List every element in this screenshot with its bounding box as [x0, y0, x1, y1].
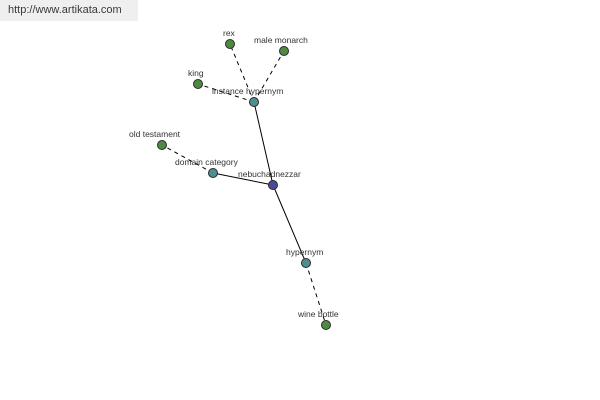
- edge-nebuchadnezzar-to-instance-hypernym: [253, 101, 274, 186]
- edge-nebuchadnezzar-to-hypernym: [272, 184, 307, 264]
- node-dot-domain-category[interactable]: [208, 168, 218, 178]
- node-dot-nebuchadnezzar[interactable]: [268, 180, 278, 190]
- node-dot-wine-bottle[interactable]: [321, 320, 331, 330]
- graph-node-old-testament[interactable]: old testament: [129, 129, 181, 150]
- node-label-hypernym: hypernym: [286, 247, 323, 257]
- site-banner: http://www.artikata.com: [0, 0, 138, 21]
- graph-node-rex[interactable]: rex: [223, 28, 236, 49]
- graph-node-domain-category[interactable]: domain category: [175, 157, 239, 178]
- edge-instance-hypernym-to-rex: [229, 43, 255, 103]
- graph-node-instance-hypernym[interactable]: instance hypernym: [212, 86, 283, 107]
- node-dot-male-monarch[interactable]: [279, 46, 289, 56]
- node-dot-king[interactable]: [193, 79, 203, 89]
- edge-domain-category-to-old-testament: [161, 144, 214, 174]
- node-dot-instance-hypernym[interactable]: [249, 97, 259, 107]
- site-url-link[interactable]: http://www.artikata.com: [8, 4, 122, 16]
- edge-instance-hypernym-to-king: [197, 83, 255, 103]
- node-label-male-monarch: male monarch: [254, 35, 308, 45]
- edge-hypernym-to-wine-bottle: [305, 262, 327, 326]
- graph-node-nebuchadnezzar[interactable]: nebuchadnezzar: [238, 169, 301, 190]
- graph-node-male-monarch[interactable]: male monarch: [254, 35, 308, 56]
- node-dot-rex[interactable]: [225, 39, 235, 49]
- node-label-old-testament: old testament: [129, 129, 181, 139]
- edge-instance-hypernym-to-male-monarch: [253, 50, 285, 103]
- graph-node-king[interactable]: king: [188, 68, 204, 89]
- node-label-domain-category: domain category: [175, 157, 239, 167]
- node-label-nebuchadnezzar: nebuchadnezzar: [238, 169, 301, 179]
- node-dot-old-testament[interactable]: [157, 140, 167, 150]
- graph-node-wine-bottle[interactable]: wine bottle: [297, 309, 339, 330]
- graph-node-hypernym[interactable]: hypernym: [286, 247, 323, 268]
- node-label-rex: rex: [223, 28, 236, 38]
- node-label-instance-hypernym: instance hypernym: [212, 86, 283, 96]
- node-dot-hypernym[interactable]: [301, 258, 311, 268]
- edge-nebuchadnezzar-to-domain-category: [212, 172, 274, 186]
- node-label-wine-bottle: wine bottle: [297, 309, 339, 319]
- graph-edges: [161, 43, 327, 326]
- graph-nodes: nebuchadnezzar instance hypernym domain ca…: [129, 28, 339, 330]
- node-label-king: king: [188, 68, 204, 78]
